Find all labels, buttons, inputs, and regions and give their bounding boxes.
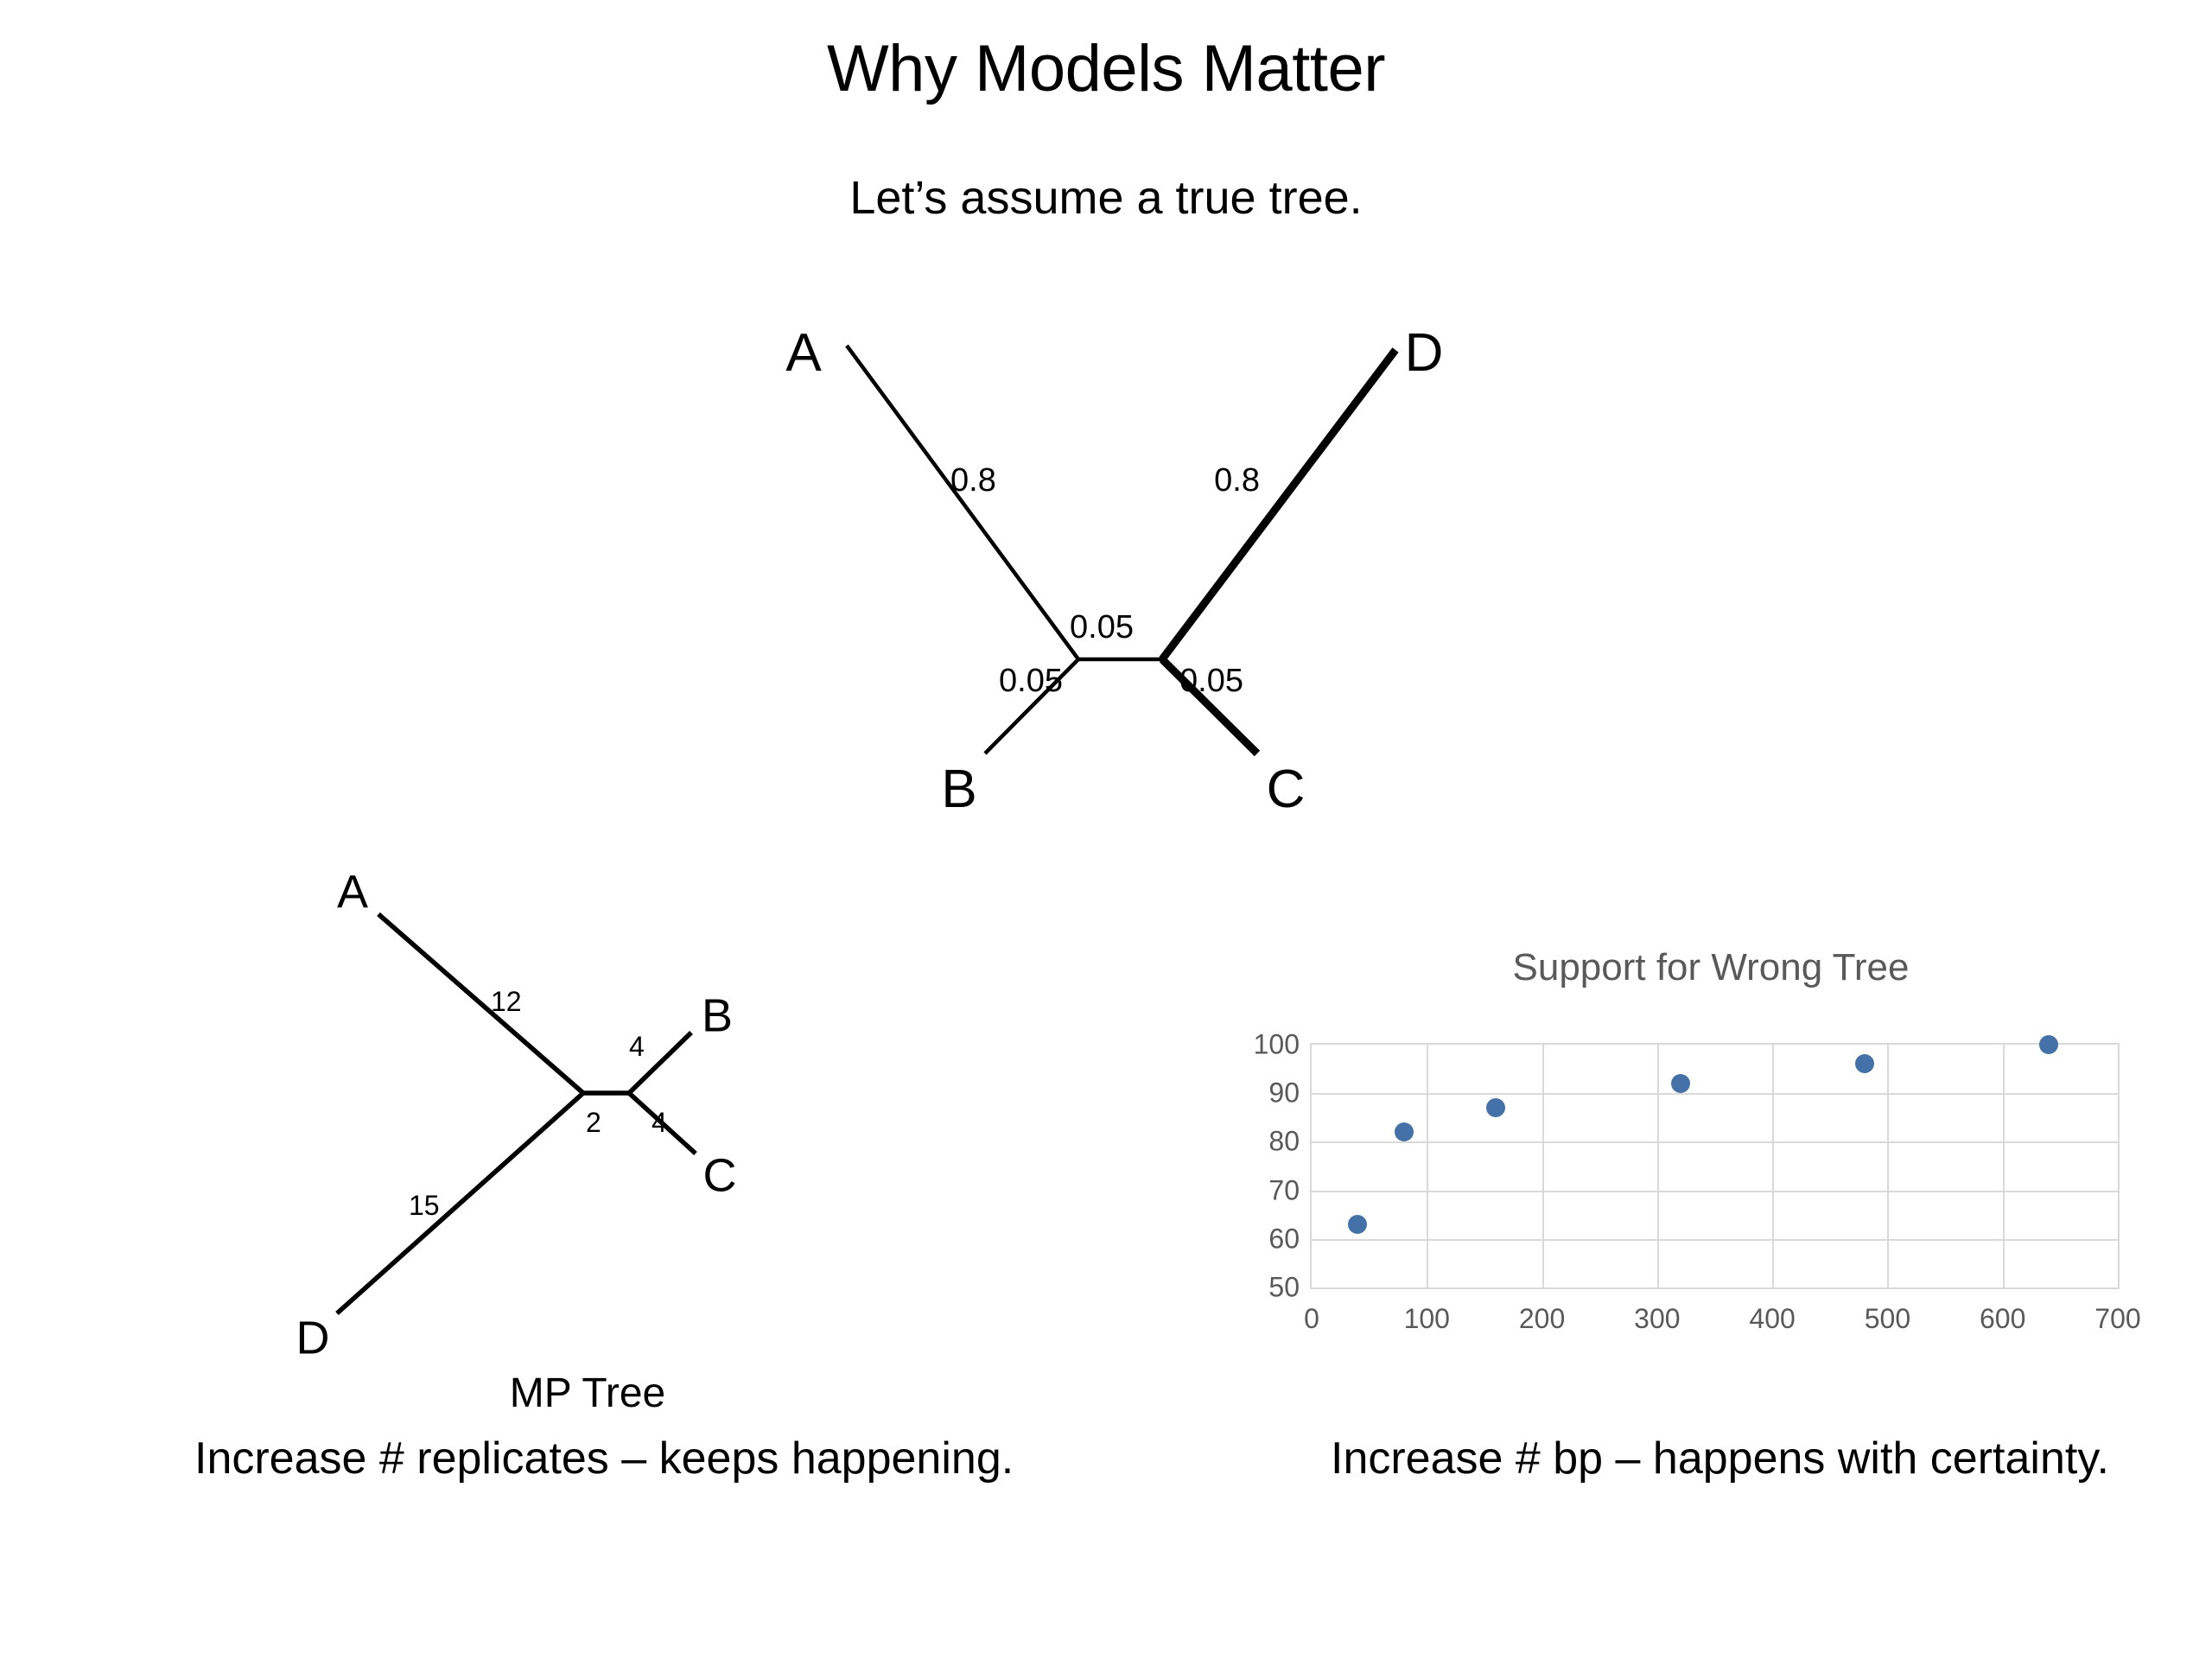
chart-gridline-horizontal	[1312, 1190, 2118, 1192]
chart-data-point	[1486, 1098, 1506, 1118]
true-tree-tip-d: D	[1405, 323, 1444, 383]
mp-tree-figure: A B C D 12 15 2 4 4	[285, 873, 890, 1408]
chart-gridline-horizontal	[1312, 1093, 2118, 1096]
chart-data-point	[2039, 1035, 2059, 1054]
true-tree-branch-a	[845, 344, 1080, 661]
chart-data-point	[1394, 1122, 1414, 1142]
caption-replicates: Increase # replicates – keeps happening.	[194, 1433, 1014, 1484]
chart-plot-area: 50 60 70 80 90 100 0 100 200 300 400 500 600 700	[1254, 1029, 2141, 1335]
chart-x-tick-label: 100	[1403, 1303, 1450, 1334]
mp-tree-len-internal: 2	[586, 1107, 601, 1138]
mp-tree-tip-c: C	[703, 1149, 737, 1201]
mp-tree-len-a: 12	[491, 986, 522, 1017]
true-tree-len-b: 0.05	[999, 663, 1063, 699]
chart-title: Support for Wrong Tree	[1512, 946, 1910, 988]
chart-y-tick-label: 70	[1268, 1174, 1300, 1206]
chart-x-tick-label: 600	[1980, 1303, 2026, 1334]
chart-y-tick-label: 60	[1268, 1223, 1300, 1255]
chart-gridline-vertical	[1541, 1045, 1544, 1287]
true-tree-figure: A D B C 0.8 0.8 0.05 0.05 0.05	[709, 311, 1538, 830]
chart-x-tick-label: 400	[1749, 1303, 1796, 1334]
support-chart: Support for Wrong Tree 50 60 70 80 90 100 0 100…	[1236, 946, 2186, 1370]
true-tree-tip-a: A	[785, 323, 822, 383]
chart-gridline-vertical	[1427, 1045, 1429, 1287]
page-title: Why Models Matter	[826, 32, 1386, 105]
chart-gridline-horizontal	[1312, 1141, 2118, 1144]
chart-data-point	[1670, 1073, 1690, 1093]
true-tree-len-internal: 0.05	[1070, 609, 1134, 645]
true-tree-tip-b: B	[941, 760, 976, 819]
chart-y-tick-label: 80	[1268, 1125, 1300, 1157]
chart-y-tick-label: 90	[1268, 1077, 1300, 1109]
true-tree-branch-c	[1159, 656, 1261, 757]
true-tree-branch-d	[1159, 347, 1399, 662]
mp-tree-caption: MP Tree	[509, 1370, 666, 1416]
chart-y-tick-label: 100	[1253, 1028, 1300, 1060]
mp-tree-len-b: 4	[629, 1031, 645, 1062]
true-tree-len-c: 0.05	[1179, 663, 1243, 699]
chart-gridline-vertical	[1772, 1045, 1775, 1287]
slide-subtitle: Let’s assume a true tree.	[849, 172, 1363, 224]
true-tree-len-a: 0.8	[950, 462, 996, 499]
mp-tree-branch-b	[627, 1031, 693, 1095]
chart-x-tick-label: 500	[1864, 1303, 1911, 1334]
true-tree-tip-c: C	[1267, 760, 1306, 819]
mp-tree-tip-a: A	[337, 873, 368, 918]
mp-tree-branch-a	[377, 912, 585, 1096]
chart-data-point	[1348, 1214, 1368, 1234]
chart-x-tick-label: 200	[1518, 1303, 1566, 1334]
chart-x-tick-label: 0	[1304, 1303, 1319, 1334]
mp-tree-len-d: 15	[409, 1190, 440, 1221]
chart-gridline-vertical	[1887, 1045, 1890, 1287]
mp-tree-len-c: 4	[652, 1107, 667, 1138]
true-tree-branch-b	[983, 658, 1080, 755]
chart-x-tick-label: 700	[2094, 1303, 2141, 1334]
mp-tree-branch-d	[335, 1090, 585, 1316]
chart-gridline-horizontal	[1312, 1238, 2118, 1241]
caption-bp: Increase # bp – happens with certainty.	[1331, 1433, 2109, 1484]
chart-data-point	[1854, 1054, 1874, 1074]
mp-tree-branch-c	[627, 1090, 697, 1156]
chart-plot-wrapper: 50 60 70 80 90 100 0 100 200 300 400 500 600 700	[1254, 1029, 2141, 1335]
mp-tree-tip-d: D	[296, 1312, 330, 1363]
chart-x-tick-label: 300	[1634, 1303, 1681, 1334]
true-tree-len-d: 0.8	[1214, 462, 1260, 499]
mp-tree-tip-b: B	[702, 989, 733, 1041]
chart-y-tick-label: 50	[1268, 1271, 1300, 1303]
chart-gridline-vertical	[2002, 1045, 2005, 1287]
chart-gridline-vertical	[1656, 1045, 1659, 1287]
